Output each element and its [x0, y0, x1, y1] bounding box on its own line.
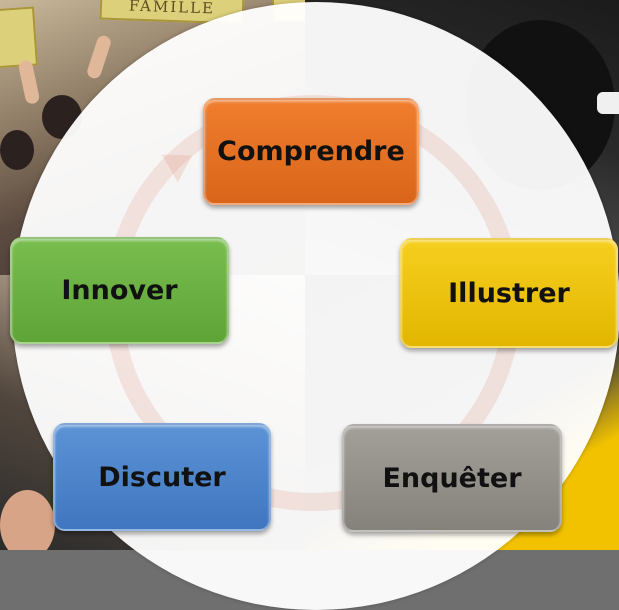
step-enqueter: Enquêter [342, 424, 562, 532]
step-discuter: Discuter [53, 423, 271, 531]
step-label: Illustrer [448, 277, 570, 309]
raised-arm [17, 59, 41, 105]
step-innover: Innover [10, 237, 229, 344]
step-label: Comprendre [217, 136, 405, 167]
step-label: Innover [61, 275, 178, 306]
step-label: Enquêter [382, 462, 522, 494]
background-sign-text: FAMILLE [128, 0, 216, 18]
face-mask [597, 92, 619, 114]
student-head [0, 130, 34, 170]
student-head [0, 490, 55, 550]
raised-arm [85, 33, 113, 81]
step-illustrer: Illustrer [400, 238, 618, 348]
step-comprendre: Comprendre [203, 98, 419, 205]
background-sign-left [0, 6, 39, 69]
step-label: Discuter [98, 461, 226, 493]
